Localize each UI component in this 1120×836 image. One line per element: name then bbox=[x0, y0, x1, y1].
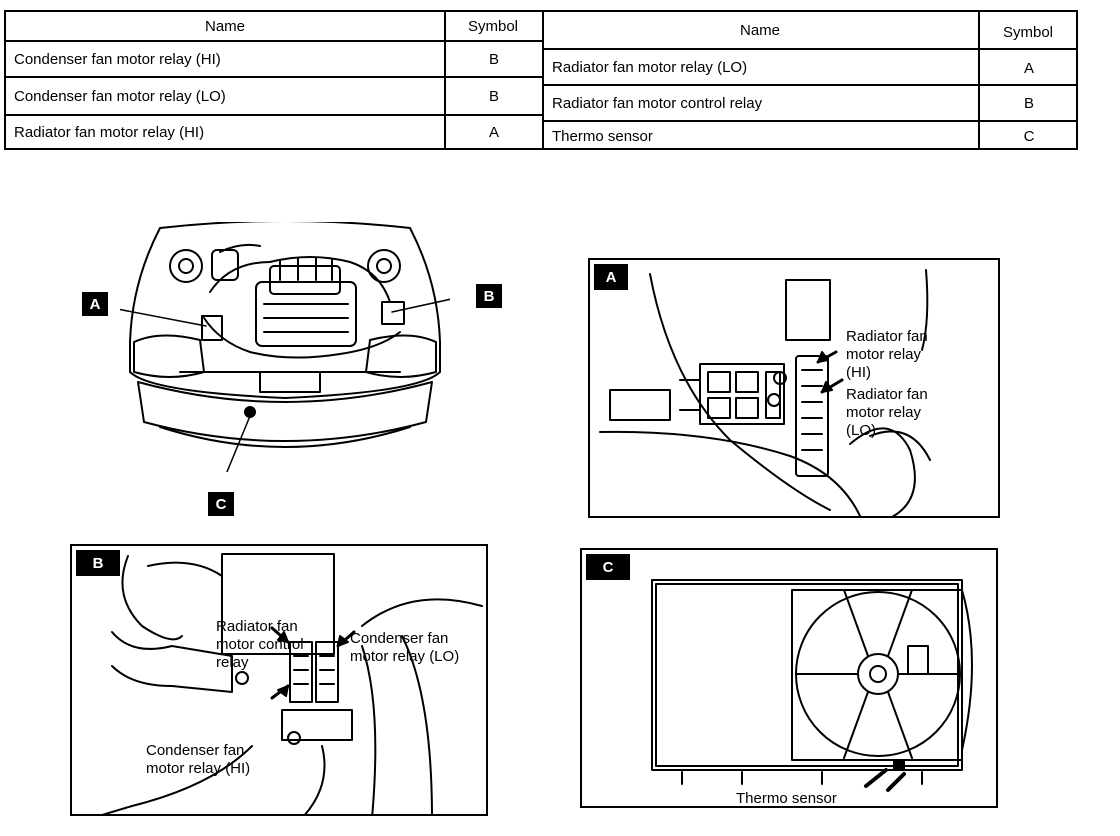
label-thermo-sensor: Thermo sensor bbox=[736, 790, 837, 807]
header-name-right: Name bbox=[739, 21, 780, 39]
relay-symbol-table: Name Symbol Name Symbol Condenser fan mo… bbox=[4, 10, 1078, 150]
callout-b-badge: B bbox=[476, 284, 502, 308]
radiator-fan-illustration bbox=[651, 579, 973, 792]
table-cell-symbol: C bbox=[1023, 127, 1035, 145]
table-divider bbox=[444, 76, 542, 78]
relay-cluster-illustration bbox=[101, 553, 483, 814]
table-cell-symbol: B bbox=[488, 50, 499, 68]
panel-a-badge: A bbox=[594, 264, 628, 290]
table-cell-symbol: B bbox=[488, 87, 499, 105]
table-divider bbox=[542, 120, 978, 122]
table-divider bbox=[444, 40, 542, 42]
table-divider bbox=[542, 84, 978, 86]
header-name-left: Name bbox=[204, 17, 245, 35]
table-cell-name: Thermo sensor bbox=[552, 127, 653, 145]
table-cell-symbol: B bbox=[1023, 94, 1034, 112]
table-cell-name: Radiator fan motor control relay bbox=[552, 94, 763, 112]
table-divider bbox=[444, 114, 542, 116]
panel-b-badge: B bbox=[76, 550, 120, 576]
table-cell-name: Radiator fan motor relay (LO) bbox=[552, 58, 748, 76]
relay-box-illustration bbox=[599, 269, 931, 516]
callout-c-badge: C bbox=[208, 492, 234, 516]
table-divider bbox=[542, 12, 544, 148]
table-divider bbox=[6, 114, 444, 116]
table-cell-name: Condenser fan motor relay (HI) bbox=[14, 50, 221, 68]
table-cell-name: Radiator fan motor relay (HI) bbox=[14, 123, 205, 141]
table-divider bbox=[444, 12, 446, 148]
table-cell-name: Condenser fan motor relay (LO) bbox=[14, 87, 226, 105]
table-divider bbox=[542, 48, 1078, 50]
table-divider bbox=[978, 84, 1078, 86]
engine-bay-overview bbox=[120, 222, 450, 472]
table-cell-symbol: A bbox=[488, 123, 499, 141]
header-symbol-left: Symbol bbox=[467, 17, 519, 35]
table-cell-symbol: A bbox=[1023, 59, 1034, 77]
callout-a-badge: A bbox=[82, 292, 108, 316]
header-symbol-right: Symbol bbox=[1002, 23, 1054, 41]
table-divider bbox=[978, 12, 980, 148]
panel-c-badge: C bbox=[586, 554, 630, 580]
table-divider bbox=[6, 40, 444, 42]
table-divider bbox=[6, 76, 444, 78]
table-divider bbox=[978, 120, 1078, 122]
detail-panel-c: C Thermo sensor bbox=[580, 548, 998, 808]
